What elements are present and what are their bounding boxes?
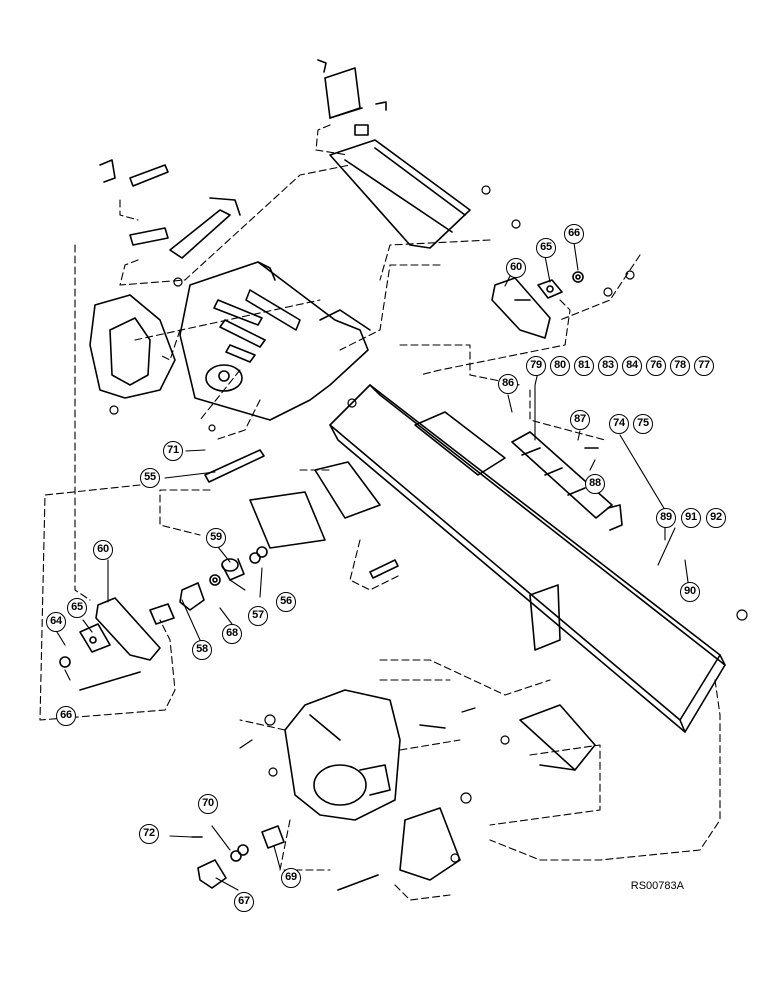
- callout-78: 78: [670, 356, 690, 376]
- bottom-guard: [399, 807, 461, 881]
- callout-80: 80: [550, 356, 570, 376]
- callout-56: 56: [276, 592, 296, 612]
- left-small-brackets: [99, 159, 241, 259]
- main-beam: [329, 384, 726, 733]
- callout-74: 74: [609, 414, 629, 434]
- callout-81: 81: [574, 356, 594, 376]
- callout-69: 69: [281, 868, 301, 888]
- callout-64: 64: [46, 612, 66, 632]
- callout-79: 79: [526, 356, 546, 376]
- callout-71: 71: [163, 441, 183, 461]
- right-bottom-guard: [519, 704, 596, 771]
- drawing-reference-code: RS00783A: [630, 880, 684, 892]
- callout-70: 70: [198, 794, 218, 814]
- bearing-flange-upper: [537, 271, 584, 299]
- assembly-dashed-lines: [39, 124, 721, 901]
- callout-91: 91: [681, 508, 701, 528]
- rollers-and-sprockets: [149, 449, 399, 625]
- main-housing-plate: [179, 261, 371, 421]
- bottom-housing: [284, 689, 446, 821]
- callout-88: 88: [585, 474, 605, 494]
- callout-87: 87: [570, 410, 590, 430]
- callout-57: 57: [248, 606, 268, 626]
- callout-67: 67: [234, 892, 254, 912]
- callout-83: 83: [598, 356, 618, 376]
- callout-60-lower: 60: [93, 540, 113, 560]
- right-side-plate: [491, 277, 551, 339]
- callout-92: 92: [706, 508, 726, 528]
- hinge-bar: [511, 431, 623, 531]
- callout-65-lower: 65: [67, 598, 87, 618]
- bottom-left-parts: [191, 825, 379, 891]
- upper-plate: [329, 139, 471, 249]
- callout-76: 76: [646, 356, 666, 376]
- callout-90: 90: [680, 582, 700, 602]
- callout-77: 77: [694, 356, 714, 376]
- callout-59: 59: [206, 528, 226, 548]
- callout-75: 75: [633, 414, 653, 434]
- callout-89: 89: [656, 508, 676, 528]
- fasteners: [109, 185, 748, 863]
- callout-66-lower: 66: [56, 706, 76, 726]
- callout-66: 66: [564, 224, 584, 244]
- callout-leaders: [56, 242, 689, 891]
- callout-84: 84: [622, 356, 642, 376]
- lower-left-plate: [59, 597, 161, 691]
- top-bracket: [317, 59, 387, 136]
- callout-55: 55: [140, 468, 160, 488]
- callout-68: 68: [222, 624, 242, 644]
- left-shroud: [89, 294, 176, 399]
- callout-58: 58: [192, 640, 212, 660]
- callout-65: 65: [536, 238, 556, 258]
- callout-86: 86: [498, 374, 518, 394]
- callout-72: 72: [139, 824, 159, 844]
- callout-60: 60: [506, 258, 526, 278]
